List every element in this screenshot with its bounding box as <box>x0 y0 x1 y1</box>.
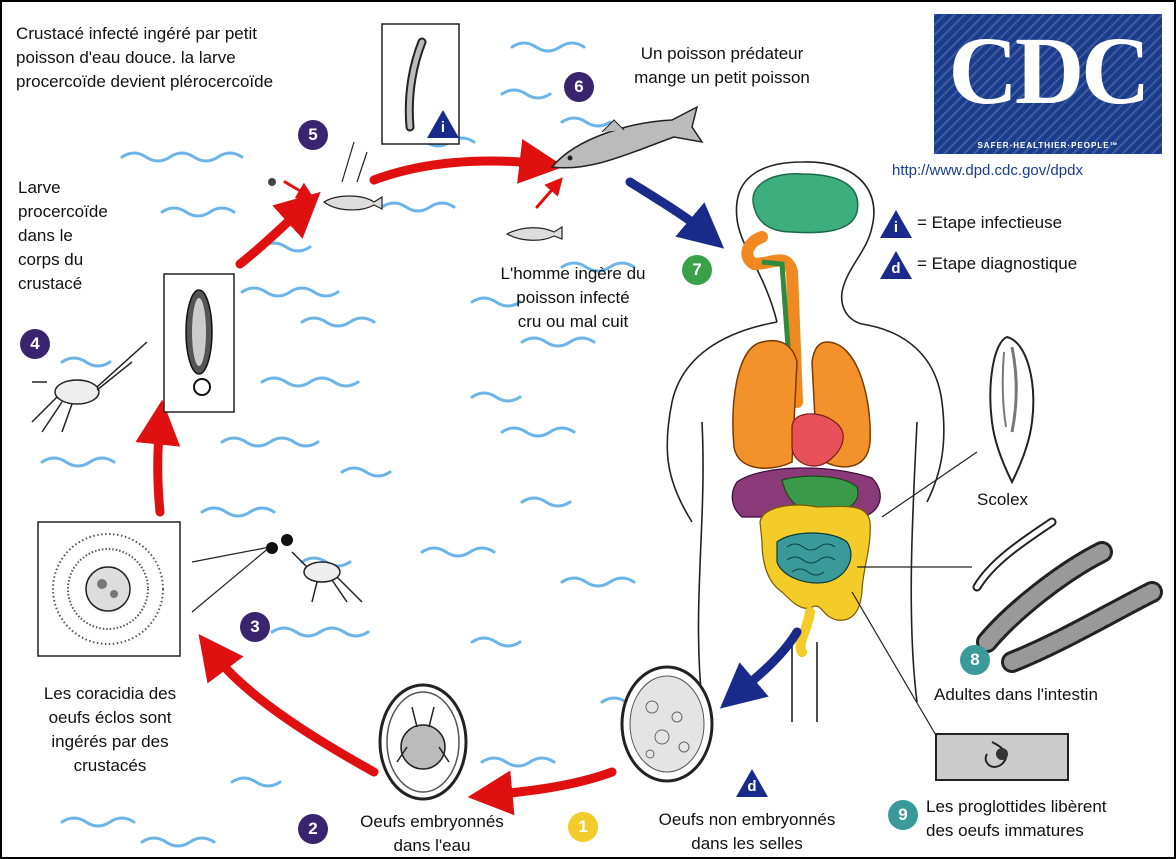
coracidium-box <box>38 522 180 656</box>
stage-2-number: 2 <box>298 814 328 844</box>
stage-4-number: 4 <box>20 329 50 359</box>
proglottid <box>936 734 1068 780</box>
cdc-logo: CDC SAFER·HEALTHIER·PEOPLE™ <box>934 14 1162 154</box>
stage-9-label: Les proglottides libèrent des oeufs imma… <box>926 795 1107 843</box>
stage-5-label: Crustacé infecté ingéré par petit poisso… <box>16 22 273 94</box>
legend-diagnostic-label: = Etape diagnostique <box>917 252 1077 276</box>
arrow-5-to-6 <box>374 161 542 180</box>
unembryonated-egg <box>622 667 712 781</box>
embryonated-egg <box>380 685 466 799</box>
arrow-1-to-2 <box>490 772 612 795</box>
stage-9-number: 9 <box>888 800 918 830</box>
cdc-logo-text: CDC <box>934 16 1162 126</box>
arrow-small-fish <box>537 184 557 207</box>
stage1-diagnostic-icon: d <box>735 768 769 798</box>
source-url: http://www.dpd.cdc.gov/dpdx <box>892 162 1083 179</box>
stage-3-label: Les coracidia des oeufs éclos sont ingér… <box>10 682 210 778</box>
predator-fish <box>552 107 702 168</box>
stage-1-number: 1 <box>568 812 598 842</box>
arrow-small-crustacean <box>285 182 307 195</box>
stage-8-number: 8 <box>960 645 990 675</box>
diagnostic-stage-icon: d <box>879 250 913 280</box>
legend-infective-label: = Etape infectieuse <box>917 211 1062 235</box>
scolex-label: Scolex <box>977 488 1028 512</box>
infective-stage-icon: i <box>879 209 913 239</box>
stage-8-label: Adultes dans l'intestin <box>934 683 1098 707</box>
stage-3-number: 3 <box>240 612 270 642</box>
crustacean-stage3 <box>292 552 362 602</box>
crustacean-stage4 <box>32 342 147 432</box>
stage-7-label: L'homme ingère du poisson infecté cru ou… <box>458 262 688 334</box>
arrow-2-to-3 <box>212 652 374 772</box>
stage-6-label: Un poisson prédateur mange un petit pois… <box>602 42 842 90</box>
small-fish-stage6 <box>507 227 562 240</box>
small-fish-stage5 <box>324 196 382 210</box>
arrow-6-to-7 <box>630 182 707 234</box>
lung-left <box>733 341 797 469</box>
scolex-drawing <box>990 337 1033 482</box>
stage-6-number: 6 <box>564 72 594 102</box>
arrow-7-to-1 <box>737 632 797 694</box>
arrow-4-to-5 <box>240 207 304 264</box>
brain <box>753 174 858 233</box>
arrow-3-to-4 <box>158 422 160 512</box>
adult-worm <box>977 522 1152 662</box>
stage5-infective-icon: i <box>426 109 460 139</box>
stage-4-label: Larve procercoïde dans le corps du crust… <box>18 176 108 296</box>
stage-5-number: 5 <box>298 120 328 150</box>
stage-2-label: Oeufs embryonnés dans l'eau <box>332 810 532 858</box>
procercoid-box <box>164 274 234 412</box>
cdc-tagline: SAFER·HEALTHIER·PEOPLE™ <box>934 141 1162 150</box>
stage-1-label: Oeufs non embryonnés dans les selles <box>612 808 882 856</box>
small-intestine <box>777 533 851 583</box>
